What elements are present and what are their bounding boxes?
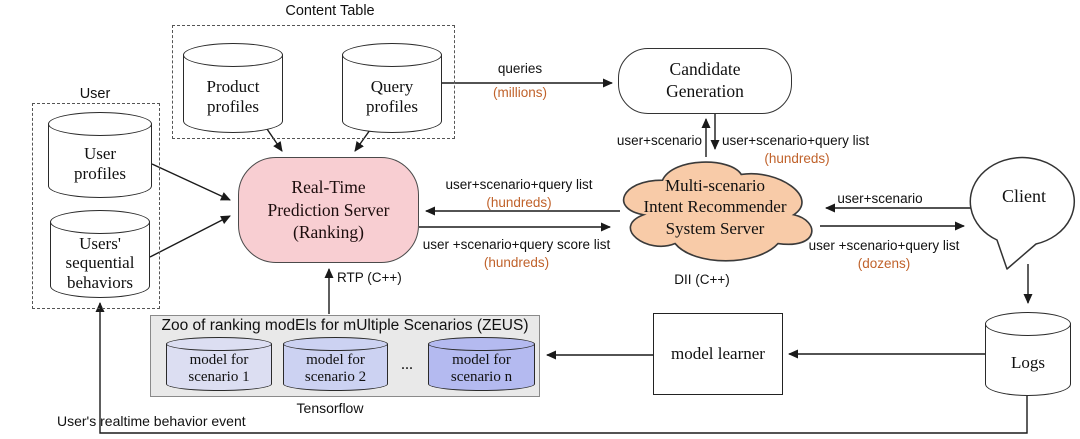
edge-label-cg-down: user+scenario+query list [722,133,870,148]
cylinder-cap [50,210,150,234]
cylinder-cap [48,112,152,136]
arrow-query-to-rtp [354,129,371,152]
client-label: Client [1002,186,1046,206]
query-profiles-db: Query profiles [342,43,442,133]
arrow-product-to-rtp [266,128,283,152]
content-table-group-label: Content Table [285,3,375,19]
logs-db: Logs [985,312,1071,396]
cylinder-cap [283,337,388,351]
users-sequential-behaviors-label: Users' sequential behaviors [65,233,135,292]
model-scenario-1-label: model for scenario 1 [188,351,250,385]
arrow-userprof-to-rtp [151,163,231,201]
cylinder-body [342,55,442,133]
edge-qty-cloud-to-rtp: (hundreds) [486,195,552,210]
label-tensorflow: Tensorflow [296,400,364,416]
edge-label-cloud-to-client: user +scenario+query list [808,238,960,253]
product-profiles-label: Product profiles [206,77,260,116]
speech-bubble-shape [969,156,1075,270]
intent-recommender-label: Multi-scenario Intent Recommender System… [643,176,787,238]
cylinder-cap [985,312,1071,336]
model-scenario-2-label: model for scenario 2 [304,351,367,385]
edge-label-rtp-to-cloud: user +scenario+query score list [422,237,611,252]
real-time-prediction-server-node: Real-Time Prediction Server (Ranking) [238,157,419,263]
cylinder-cap [183,43,283,67]
edge-qty-millions: (millions) [493,85,547,100]
edge-qty-cloud-to-client: (dozens) [857,256,911,271]
cylinder-cap [342,43,442,67]
model-scenario-n-label: model for scenario n [450,351,513,385]
user-profiles-label: User profiles [74,144,126,183]
user-group-label: User [79,86,111,102]
content-table-group-box [172,25,455,139]
cylinder-body [183,55,283,133]
label-rtp-runtime: RTP (C++) [337,270,402,285]
cylinder-cap [428,337,535,351]
logs-label: Logs [1011,353,1045,373]
users-sequential-behaviors-db: Users' sequential behaviors [50,210,150,298]
edge-label-cloud-to-rtp: user+scenario+query list [445,177,593,192]
intent-recommender-cloud-node: Multi-scenario Intent Recommender System… [610,151,820,267]
cylinder-body [50,222,150,298]
edge-label-cg-up: user+scenario [616,133,702,148]
cylinder-cap [166,337,272,351]
model-scenario-2-db: model for scenario 2 [283,337,388,391]
cylinder-body [48,124,152,198]
query-profiles-label: Query profiles [366,77,418,116]
cylinder-body [166,344,272,391]
arrow-logs-behavior-loop [95,302,1028,434]
edge-label-client-to-cloud: user+scenario [837,191,923,206]
cylinder-body [985,324,1071,396]
model-scenario-n-db: model for scenario n [428,337,535,391]
product-profiles-db: Product profiles [183,43,283,133]
client-node: Client [969,156,1079,274]
cloud-shape [623,161,813,262]
cylinder-body [428,344,535,391]
arrow-userseq-to-rtp [149,215,231,258]
model-learner-node: model learner [653,313,783,395]
cylinder-body [283,344,388,391]
zeus-title: Zoo of ranking modEls for mUltiple Scena… [161,317,529,334]
edge-label-queries: queries [497,61,543,76]
zeus-model-zoo-box: Zoo of ranking modEls for mUltiple Scena… [150,315,540,397]
edge-qty-rtp-to-cloud: (hundreds) [483,255,550,270]
model-scenario-1-db: model for scenario 1 [166,337,272,391]
label-behavior-event: User's realtime behavior event [57,413,246,429]
candidate-generation-node: Candidate Generation [618,48,792,114]
ellipsis-dots: ... [401,356,413,373]
label-dii-runtime: DII (C++) [674,272,730,287]
user-profiles-db: User profiles [48,112,152,198]
edge-qty-cg-down: (hundreds) [764,151,830,166]
